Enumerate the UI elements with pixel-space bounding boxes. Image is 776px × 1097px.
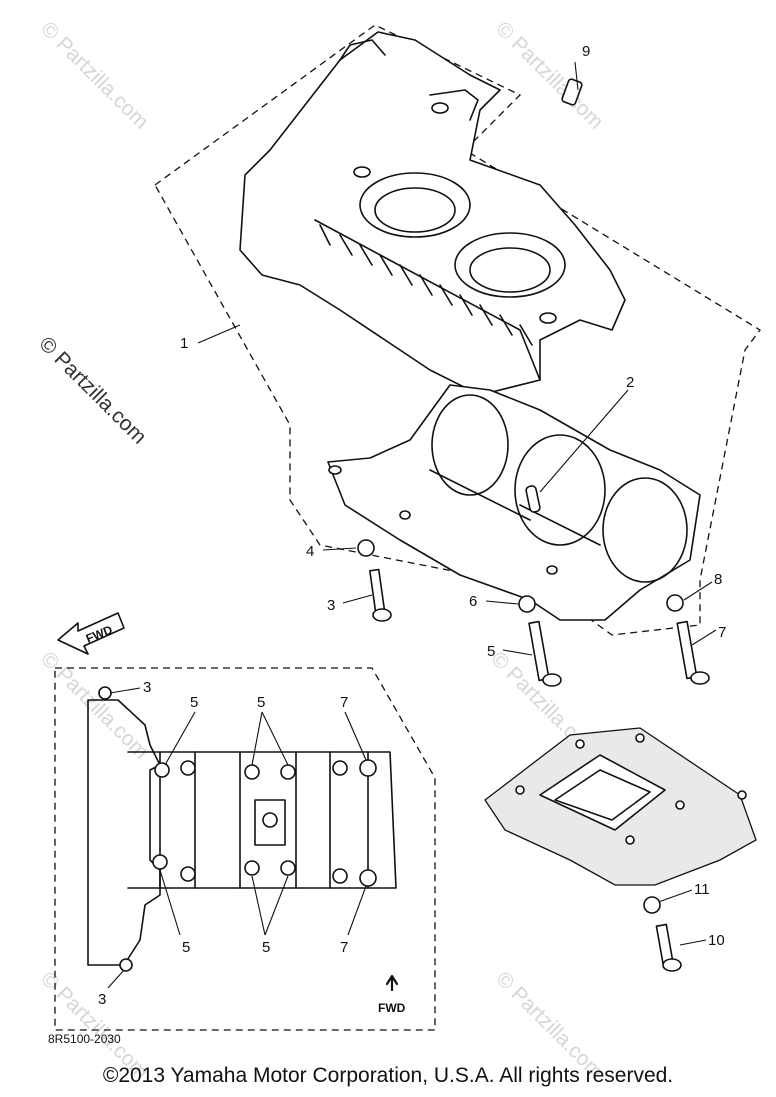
callout-10: 10 <box>708 932 725 949</box>
watermark-mid-left: © Partzilla.com <box>34 332 150 448</box>
crankcase-bottom-view <box>87 686 397 972</box>
washer-11 <box>643 896 661 914</box>
inset-callout-3-top: 3 <box>143 679 151 696</box>
inset-callout-7-bottom: 7 <box>340 939 348 956</box>
skid-plate <box>484 727 757 886</box>
drain-plug <box>561 78 583 106</box>
inset-callout-7-top: 7 <box>340 694 348 711</box>
dowel-pin <box>525 485 541 513</box>
bolt-7 <box>676 620 710 685</box>
fwd-label-inset: FWD <box>378 1001 406 1015</box>
callout-9: 9 <box>582 43 590 60</box>
inset-leaders <box>107 687 367 989</box>
inset-boundary <box>54 667 436 1031</box>
callout-8: 8 <box>714 571 722 588</box>
inset-callout-3-bottom: 3 <box>98 991 106 1008</box>
upper-crankcase <box>239 31 626 396</box>
callout-7: 7 <box>718 624 726 641</box>
washer-4 <box>357 539 375 557</box>
assembly-boundary <box>154 24 761 636</box>
lower-crankcase <box>327 384 701 621</box>
callout-11: 11 <box>694 881 710 898</box>
fwd-arrow-inset: FWD <box>378 974 406 1015</box>
copyright-notice: ©2013 Yamaha Motor Corporation, U.S.A. A… <box>102 1064 674 1087</box>
washer-6 <box>518 595 536 613</box>
inset-callout-5-mid-bottom: 5 <box>262 939 270 956</box>
inset-callout-5-mid-top: 5 <box>257 694 265 711</box>
watermark-top-right: © Partzilla.com <box>491 17 607 133</box>
inset-callout-5-left-bottom: 5 <box>182 939 190 956</box>
callout-1: 1 <box>180 335 188 352</box>
part-code: 8R5100-2030 <box>48 1032 121 1046</box>
bolt-3 <box>369 568 392 622</box>
washer-8 <box>666 594 684 612</box>
callout-3: 3 <box>327 597 335 614</box>
bolt-5 <box>528 620 562 687</box>
callout-5: 5 <box>487 643 495 660</box>
bolt-10 <box>655 923 682 972</box>
fwd-arrow-upper: FWD <box>57 612 125 655</box>
callout-4: 4 <box>306 543 314 560</box>
inset-callout-5-left-top: 5 <box>190 694 198 711</box>
callout-2: 2 <box>626 374 634 391</box>
watermark-lower-left: © Partzilla.com <box>36 647 152 763</box>
leader-lines <box>197 61 717 946</box>
callout-6: 6 <box>469 593 477 610</box>
watermark-top-left: © Partzilla.com <box>36 17 152 133</box>
